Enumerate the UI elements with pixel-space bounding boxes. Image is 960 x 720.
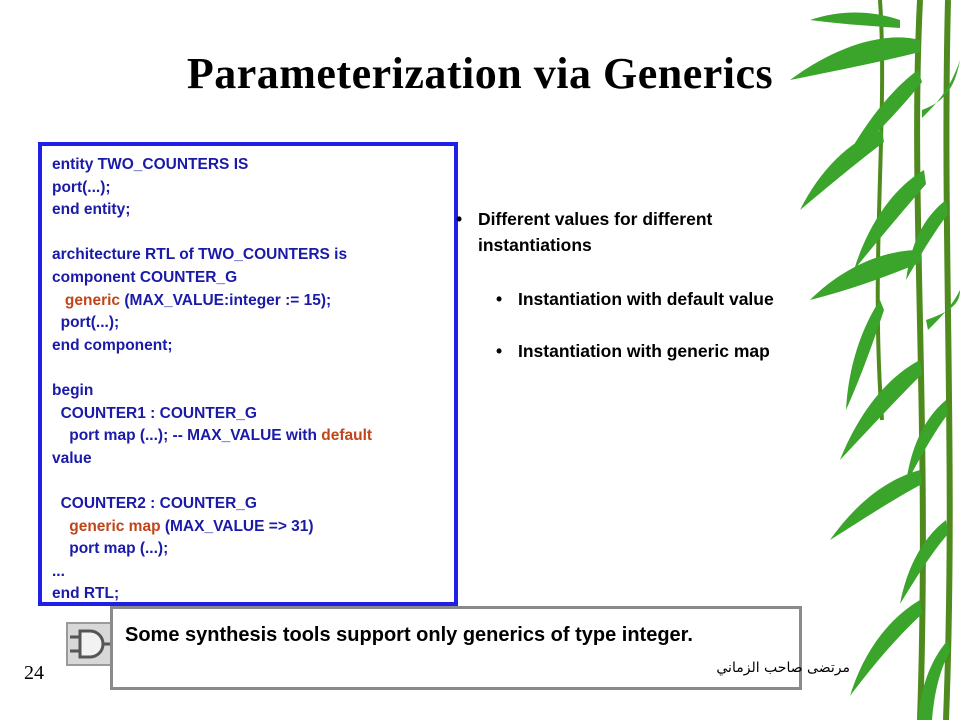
author-name: مرتضى صاحب الزماني xyxy=(716,660,850,676)
bullet-default-value: Instantiation with default value xyxy=(496,286,786,312)
code-text: port map (...); -- MAX_VALUE with xyxy=(52,427,322,445)
code-keyword: generic map xyxy=(69,517,161,535)
code-line: port map (...); xyxy=(52,538,450,561)
bullet-different-values: Different values for different instantia… xyxy=(456,206,786,258)
code-text: COUNTER2 : COUNTER_G xyxy=(52,494,257,512)
code-keyword: generic xyxy=(64,291,121,309)
code-line xyxy=(52,222,450,245)
code-text xyxy=(52,292,65,309)
bullet-generic-map: Instantiation with generic map xyxy=(496,338,786,364)
and-gate-icon xyxy=(66,622,112,666)
code-text: component COUNTER_G xyxy=(52,268,238,286)
code-line: architecture RTL of TWO_COUNTERS is xyxy=(52,244,450,267)
code-line: component COUNTER_G xyxy=(52,267,450,290)
code-text xyxy=(52,518,69,535)
slide-title: Parameterization via Generics xyxy=(186,49,774,98)
code-line: entity TWO_COUNTERS IS xyxy=(52,154,450,177)
code-text: architecture RTL of TWO_COUNTERS is xyxy=(52,246,348,264)
code-line xyxy=(52,470,450,493)
code-line xyxy=(52,357,450,380)
code-line: COUNTER2 : COUNTER_G xyxy=(52,493,450,516)
slide-number: 24 xyxy=(24,662,44,684)
code-line: port map (...); -- MAX_VALUE with defaul… xyxy=(52,425,450,448)
code-text: (MAX_VALUE => 31) xyxy=(160,517,314,535)
vhdl-code-listing: entity TWO_COUNTERS IS port(...); end enti… xyxy=(52,154,450,606)
bullet-list: Different values for different instantia… xyxy=(456,206,786,364)
code-line: generic map (MAX_VALUE => 31) xyxy=(52,516,450,539)
code-text: value xyxy=(52,449,92,467)
note-box: Some synthesis tools support only generi… xyxy=(110,606,802,690)
code-text: begin xyxy=(52,381,94,399)
code-text: port(...); xyxy=(52,314,120,332)
code-text: port(...); xyxy=(52,178,111,196)
note-text: Some synthesis tools support only generi… xyxy=(125,624,693,646)
code-keyword: default xyxy=(321,427,373,445)
code-line: ... xyxy=(52,561,450,584)
code-line: end entity; xyxy=(52,199,450,222)
code-line: value xyxy=(52,448,450,471)
code-line: COUNTER1 : COUNTER_G xyxy=(52,403,450,426)
code-text: end RTL; xyxy=(52,585,120,603)
code-line: generic (MAX_VALUE:integer := 15); xyxy=(52,290,450,313)
code-text: ... xyxy=(52,562,65,580)
code-text: entity TWO_COUNTERS IS xyxy=(52,156,249,173)
code-text: end component; xyxy=(52,336,173,354)
code-text: end entity; xyxy=(52,201,131,219)
code-box: entity TWO_COUNTERS IS port(...); end enti… xyxy=(38,142,458,606)
code-text: port map (...); xyxy=(52,540,169,558)
bamboo-decoration xyxy=(790,0,960,720)
code-text: COUNTER1 : COUNTER_G xyxy=(52,404,257,422)
code-line: end component; xyxy=(52,335,450,358)
code-text: (MAX_VALUE:integer := 15); xyxy=(120,291,332,309)
code-line: port(...); xyxy=(52,312,450,335)
code-line: port(...); xyxy=(52,177,450,200)
code-line: end RTL; xyxy=(52,583,450,606)
code-line: begin xyxy=(52,380,450,403)
